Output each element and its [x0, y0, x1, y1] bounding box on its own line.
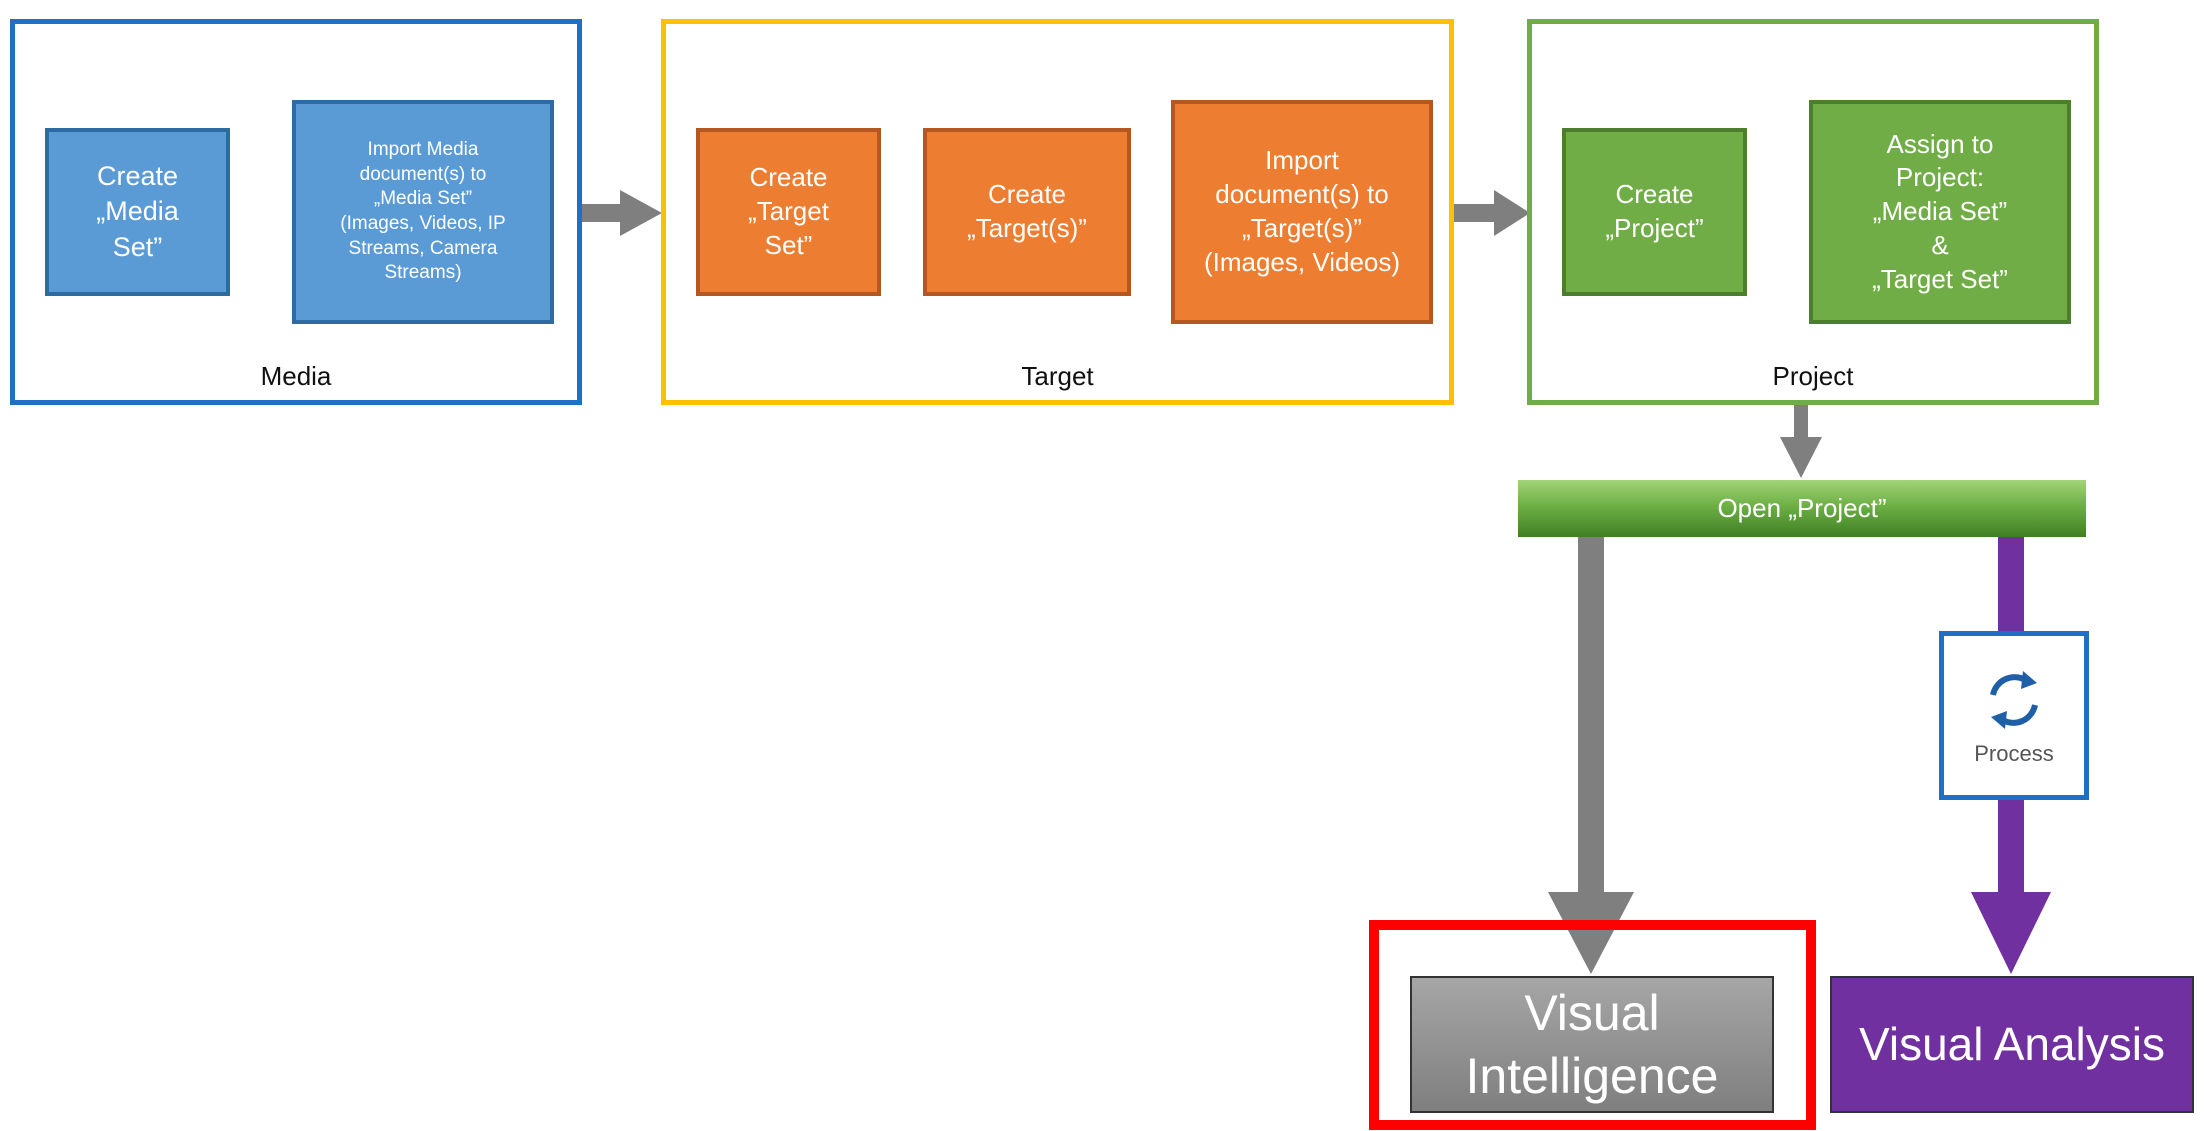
media-group: Create „Media Set” Import Media document… — [10, 19, 582, 405]
media-group-label: Media — [260, 361, 332, 391]
arrow-open-to-visual-intelligence — [1548, 536, 1634, 974]
assign-to-project-step: Assign to Project: „Media Set” & „Target… — [1809, 100, 2071, 324]
arrow-media-to-target — [582, 190, 662, 236]
visual-intelligence-highlight — [1369, 920, 1816, 1130]
project-group-label: Project — [1772, 361, 1854, 391]
target-group: Create „Target Set” Create „Target(s)” I… — [661, 19, 1454, 405]
process-label: Process — [1974, 740, 2054, 766]
arrow-target-to-project — [1452, 190, 1530, 236]
visual-intelligence-box[interactable]: Visual Intelligence — [1410, 976, 1774, 1113]
arrow-project-to-open — [1780, 405, 1822, 478]
visual-analysis-box[interactable]: Visual Analysis — [1830, 976, 2194, 1113]
arrow-process-to-visual-analysis — [1971, 798, 2051, 974]
create-media-set-step: Create „Media Set” — [45, 128, 230, 296]
project-group: Create „Project” Assign to Project: „Med… — [1527, 19, 2099, 405]
create-targets-step: Create „Target(s)” — [923, 128, 1131, 296]
process-button[interactable]: Process — [1939, 631, 2089, 800]
target-group-label: Target — [1021, 361, 1094, 391]
import-target-documents-step: Import document(s) to „Target(s)” (Image… — [1171, 100, 1433, 324]
open-project-button[interactable]: Open „Project” — [1518, 480, 2086, 537]
refresh-cycle-icon — [1990, 670, 2038, 729]
create-target-set-step: Create „Target Set” — [696, 128, 881, 296]
import-media-step: Import Media document(s) to „Media Set” … — [292, 100, 554, 324]
arrow-open-to-process — [1998, 536, 2024, 632]
create-project-step: Create „Project” — [1562, 128, 1747, 296]
